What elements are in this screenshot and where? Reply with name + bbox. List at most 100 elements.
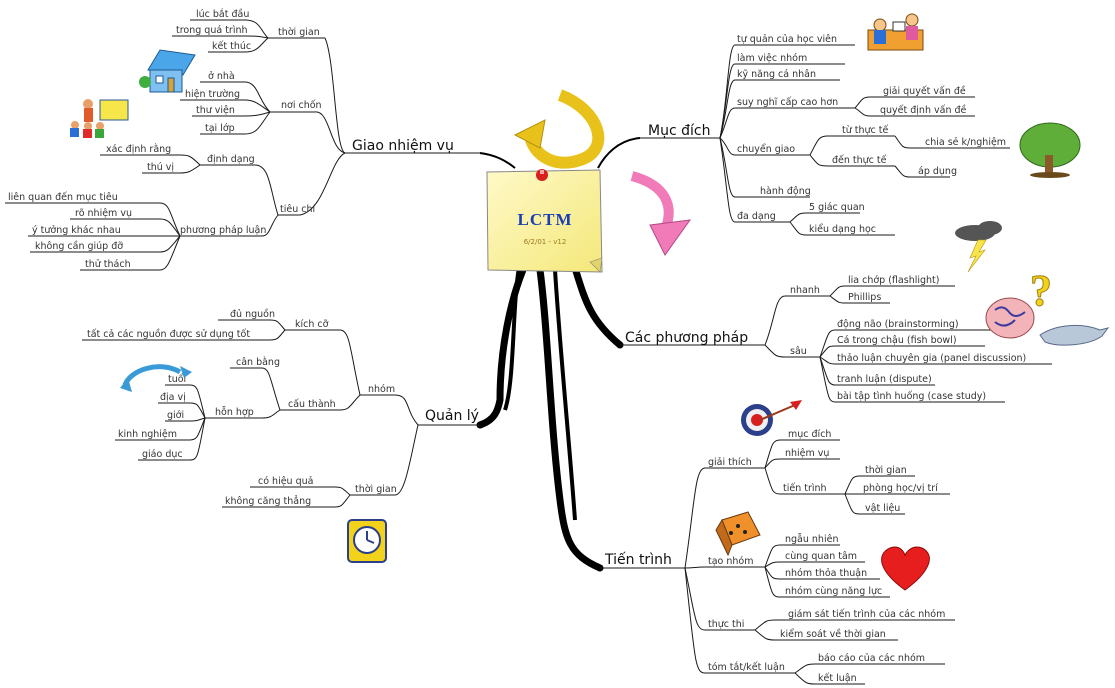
node-label: ý tưởng khác nhau <box>32 225 121 236</box>
node-label: vật liệu <box>865 503 900 514</box>
people-icon <box>70 99 129 138</box>
node-label: động não (brainstorming) <box>837 319 959 330</box>
dice-icon <box>715 511 761 557</box>
node-label: giám sát tiến trình của các nhóm <box>788 609 945 620</box>
node-label: thực thi <box>708 619 744 630</box>
node-label: suy nghĩ cấp cao hơn <box>737 97 838 108</box>
node-label: địa vị <box>160 392 186 403</box>
branch-label: Các phương pháp <box>625 330 748 346</box>
node-label: cấu thành <box>288 399 336 410</box>
brain-icon <box>985 297 1035 339</box>
node-label: đa dạng <box>737 211 776 222</box>
node-label: thử thách <box>85 259 131 270</box>
node-label: tuổi <box>168 374 186 385</box>
node-label: kiểu dạng học <box>809 224 876 235</box>
node-label: làm việc nhóm <box>737 53 807 64</box>
node-label: tiến trình <box>783 483 827 494</box>
node-label: nhanh <box>790 285 820 296</box>
pin-icon <box>536 169 548 181</box>
branch-cac-phuong-phap: Các phương pháp nhanh sâu lia chớp (flas… <box>620 275 1052 403</box>
heart-icon <box>881 546 930 591</box>
node-label: sâu <box>790 346 807 357</box>
node-label: từ thực tế <box>842 125 889 136</box>
question-mark-icon: ? <box>1030 266 1053 316</box>
node-label: kết luận <box>818 673 857 684</box>
tree-icon <box>1019 122 1081 178</box>
node-label: thú vị <box>147 162 174 173</box>
storm-cloud-icon <box>955 221 1002 273</box>
node-label: ở nhà <box>208 71 235 82</box>
node-label: đủ nguồn <box>230 309 275 320</box>
node-label: chuyển giao <box>737 144 795 155</box>
pink-arrow-icon <box>630 171 692 256</box>
node-label: kỹ năng cá nhân <box>737 69 816 80</box>
cycle-arrow-icon <box>513 89 605 169</box>
node-label: ngẫu nhiên <box>785 534 838 545</box>
node-label: tiêu chí <box>280 204 315 215</box>
node-label: tất cả các nguồn được sử dụng tốt <box>87 329 250 340</box>
branch-label: Tiến trình <box>604 551 672 568</box>
center-subtitle: 6/2/01 - v12 <box>524 238 567 246</box>
svg-text:?: ? <box>1030 266 1052 315</box>
node-label: giới <box>167 410 184 421</box>
node-label: nơi chốn <box>281 100 322 111</box>
node-label: chia sẻ k/nghiệm <box>925 137 1006 148</box>
node-label: kinh nghiệm <box>118 429 177 440</box>
node-label: hiện trường <box>185 89 240 100</box>
node-label: quyết định vấn đề <box>880 105 967 116</box>
node-label: mục đích <box>788 429 831 440</box>
node-label: bài tập tình huống (case study) <box>837 391 986 402</box>
main-trunks <box>476 137 641 572</box>
node-label: lúc bắt đầu <box>196 9 249 20</box>
node-label: nhiệm vụ <box>785 448 829 459</box>
node-label: Phillips <box>848 292 881 303</box>
node-label: tranh luận (dispute) <box>837 374 932 385</box>
house-icon <box>139 49 196 93</box>
node-label: giáo dục <box>142 449 183 460</box>
node-label: không cần giúp đỡ <box>35 241 123 252</box>
node-label: kết thúc <box>212 41 251 52</box>
branch-label: Giao nhiệm vụ <box>352 138 454 154</box>
node-label: giải quyết vấn đề <box>883 86 966 97</box>
node-label: lia chớp (flashlight) <box>848 275 939 286</box>
branch-label: Mục đích <box>648 123 710 139</box>
node-label: nhóm <box>368 384 395 395</box>
cycle-arrows-icon <box>120 364 192 392</box>
dolphin-icon <box>1039 325 1110 346</box>
branch-quan-ly: Quản lý nhóm kích cỡ đủ nguồn tất cả các… <box>82 309 480 508</box>
presenter-icon <box>867 13 924 51</box>
node-label: áp dụng <box>918 166 957 177</box>
node-label: thư viện <box>196 105 235 116</box>
node-label: tự quản của học viên <box>737 34 837 45</box>
node-label: giải thích <box>708 457 752 468</box>
node-label: rõ nhiệm vụ <box>75 208 132 219</box>
node-label: cân bằng <box>236 357 280 368</box>
node-label: tại lớp <box>205 123 235 134</box>
node-label: 5 giác quan <box>809 202 865 213</box>
center-title: LCTM <box>518 210 573 229</box>
node-label: tóm tắt/kết luận <box>708 662 785 673</box>
target-icon <box>741 400 802 436</box>
branch-tien-trinh: Tiến trình giải thích mục đích nhiệm vụ … <box>600 429 955 685</box>
node-label: thảo luận chuyên gia (panel discussion) <box>837 353 1026 364</box>
central-note: LCTM 6/2/01 - v12 <box>486 169 603 273</box>
node-label: kiểm soát về thời gian <box>780 629 886 640</box>
node-label: Cá trong chậu (fish bowl) <box>837 335 957 346</box>
branch-muc-dich: Mục đích tự quản của học viên làm việc n… <box>640 34 1010 236</box>
node-label: xác định rằng <box>106 144 171 155</box>
node-label: hỗn hợp <box>215 407 254 418</box>
node-label: định dạng <box>207 154 255 165</box>
node-label: kích cỡ <box>295 319 329 330</box>
node-label: báo cáo của các nhóm <box>818 653 925 664</box>
node-label: thời gian <box>355 484 397 495</box>
branch-label: Quản lý <box>425 408 479 424</box>
clock-icon <box>347 519 387 563</box>
node-label: liên quan đến mục tiêu <box>8 192 118 203</box>
node-label: tạo nhóm <box>708 556 754 567</box>
node-label: có hiệu quả <box>258 476 313 487</box>
node-label: nhóm cùng năng lực <box>785 586 882 597</box>
node-label: phương pháp luận <box>180 225 266 236</box>
node-label: thời gian <box>865 465 907 476</box>
